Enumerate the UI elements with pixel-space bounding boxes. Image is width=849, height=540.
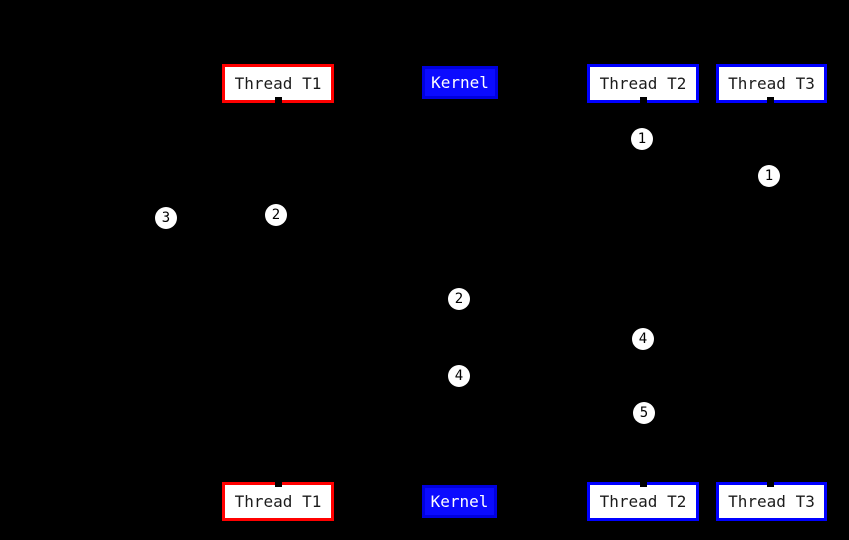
step-marker-1: 1 bbox=[758, 165, 780, 187]
participant-label: Kernel bbox=[430, 492, 489, 511]
participant-label: Thread T2 bbox=[599, 74, 687, 93]
participant-label: Thread T2 bbox=[599, 492, 687, 511]
participant-kernel-top: Kernel bbox=[422, 66, 498, 99]
step-marker-1: 1 bbox=[631, 128, 653, 150]
participant-thread-t1-top: Thread T1 bbox=[222, 64, 334, 103]
step-marker-5: 5 bbox=[633, 402, 655, 424]
lifeline-tick bbox=[275, 97, 282, 103]
participant-label: Thread T1 bbox=[234, 74, 322, 93]
step-marker-3: 3 bbox=[155, 207, 177, 229]
lifeline-tick bbox=[640, 97, 647, 103]
participant-thread-t3-bottom: Thread T3 bbox=[716, 482, 827, 521]
participant-label: Thread T1 bbox=[234, 492, 322, 511]
lifeline-tick bbox=[767, 97, 774, 103]
step-marker-2: 2 bbox=[265, 204, 287, 226]
participant-kernel-bottom: Kernel bbox=[422, 485, 497, 518]
participant-thread-t1-bottom: Thread T1 bbox=[222, 482, 334, 521]
step-marker-4: 4 bbox=[448, 365, 470, 387]
participant-thread-t3-top: Thread T3 bbox=[716, 64, 827, 103]
step-marker-4: 4 bbox=[632, 328, 654, 350]
lifeline-tick bbox=[640, 481, 647, 487]
participant-thread-t2-bottom: Thread T2 bbox=[587, 482, 699, 521]
lifeline-tick bbox=[767, 481, 774, 487]
lifeline-tick bbox=[275, 481, 282, 487]
participant-label: Thread T3 bbox=[728, 74, 815, 93]
step-marker-2: 2 bbox=[448, 288, 470, 310]
participant-label: Thread T3 bbox=[728, 492, 815, 511]
participant-label: Kernel bbox=[431, 73, 489, 92]
